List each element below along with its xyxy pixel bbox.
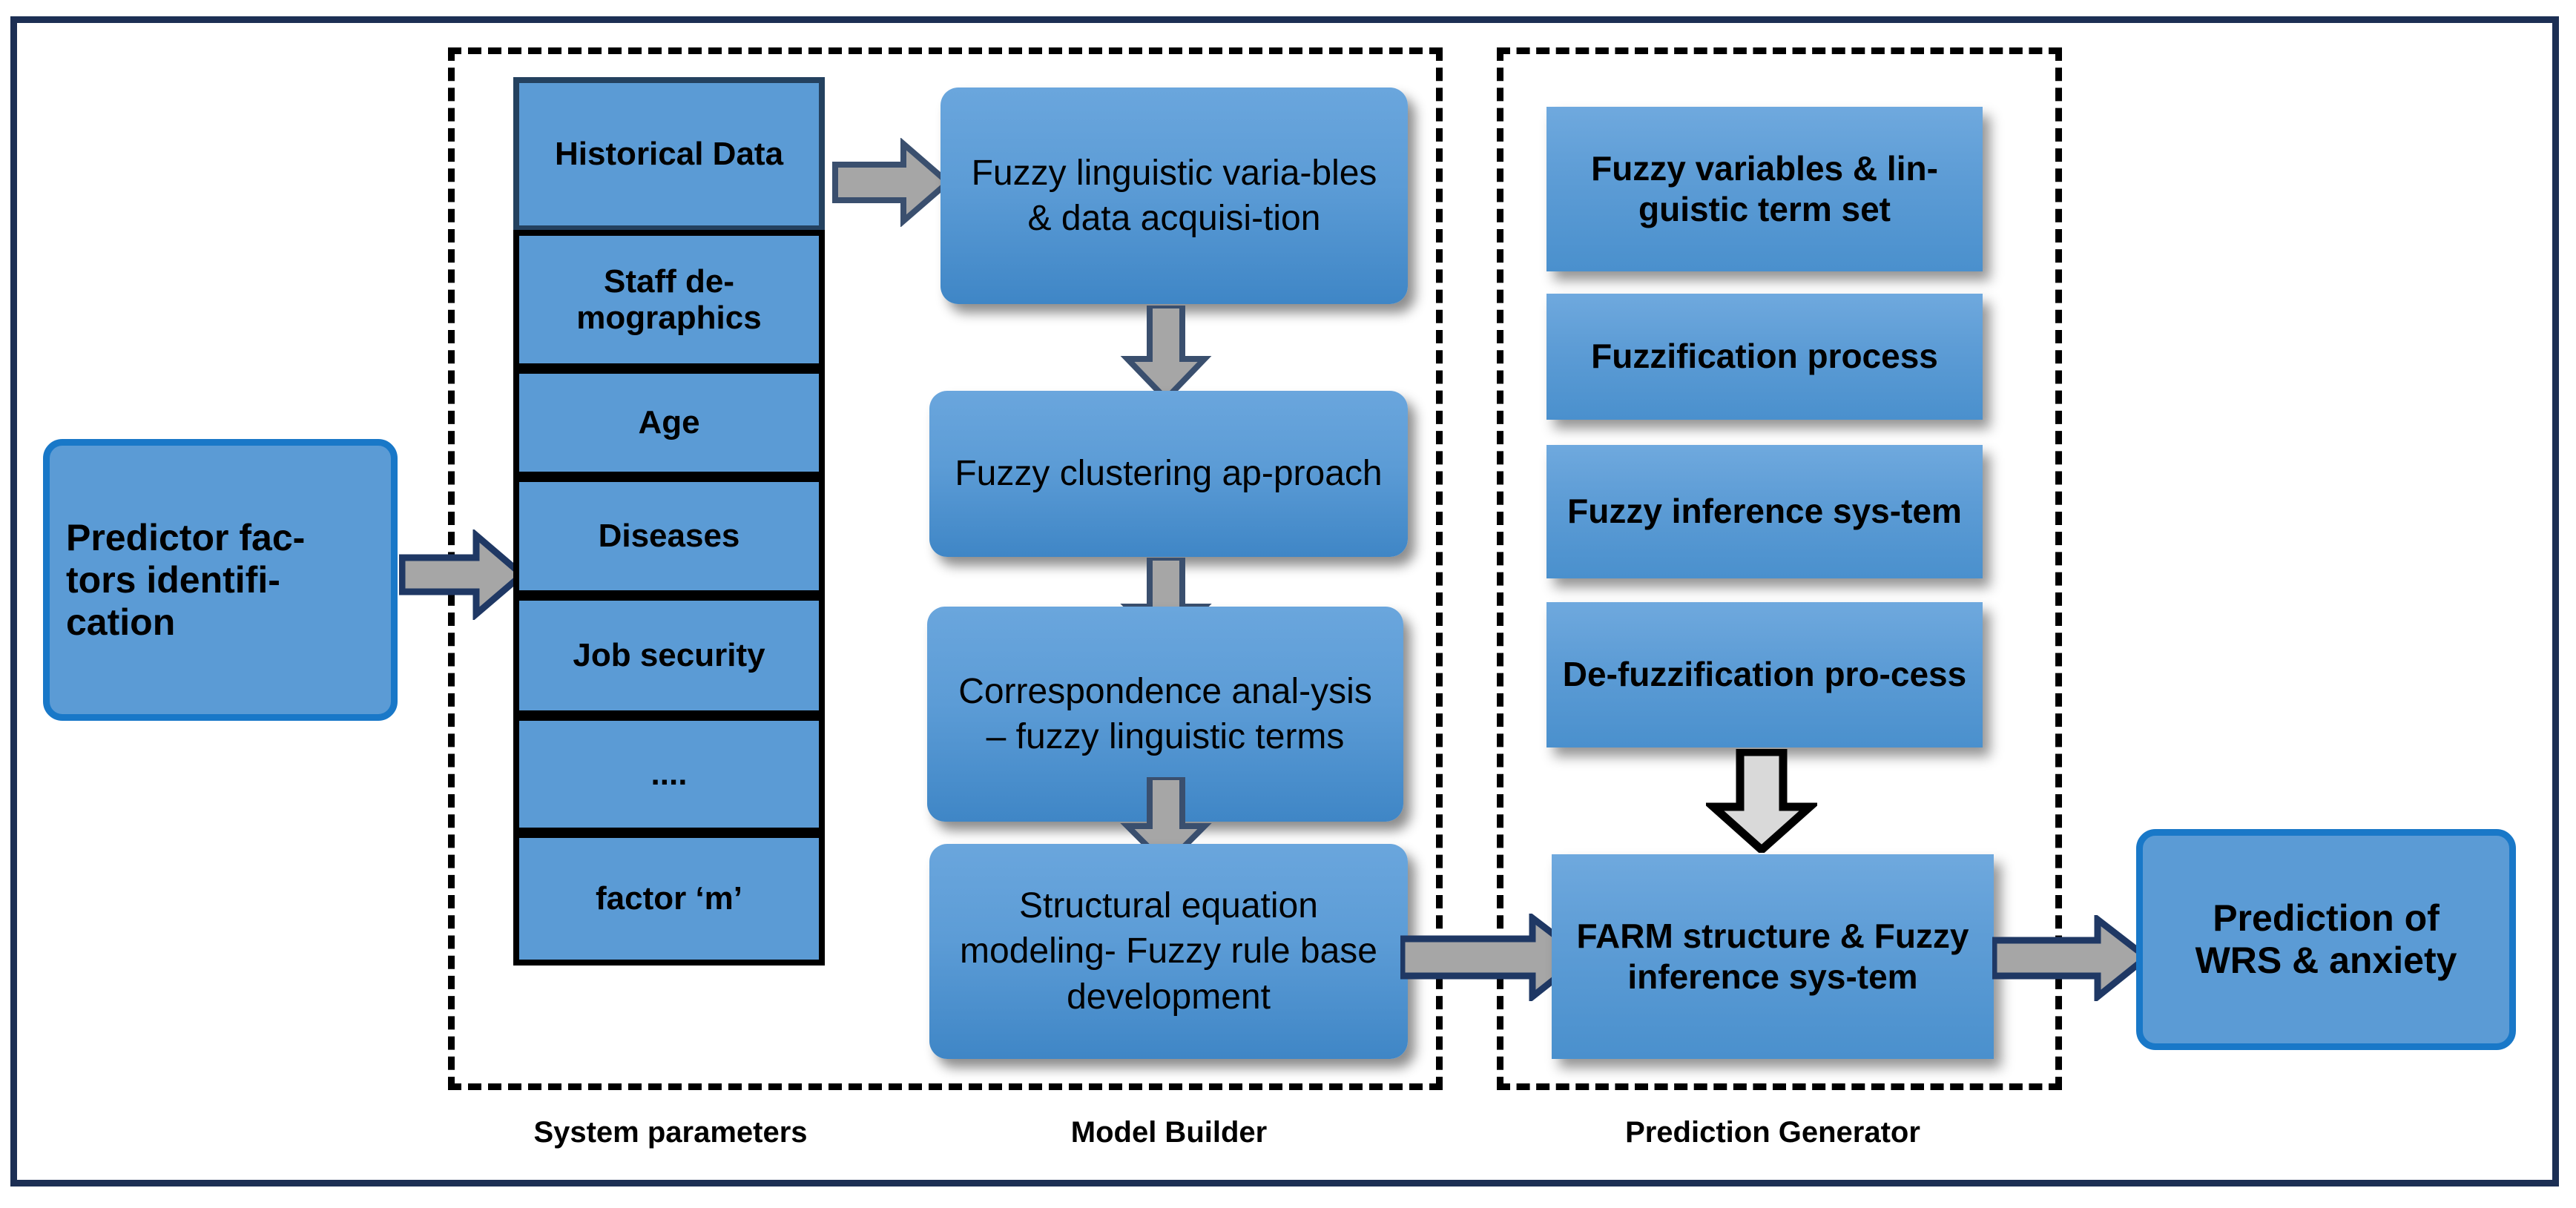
param-label-factor-m: factor ‘m’	[595, 880, 743, 917]
node-fuzzy-linguistic-variables[interactable]: Fuzzy linguistic varia-bles & data acqui…	[941, 88, 1408, 304]
outer-frame	[10, 16, 2559, 1186]
node-predictor-factors-label: Predictor fac-tors identifi-cation	[66, 517, 375, 644]
param-label-job-security: Job security	[573, 637, 765, 674]
node-farm-structure-fuzzy-inference-system[interactable]: FARM structure & Fuzzy inference sys-tem	[1552, 854, 1994, 1059]
arrow-fuzzy-linguistic-to-clustering	[1120, 306, 1212, 402]
param-cell-ellipsis[interactable]: ....	[513, 715, 825, 834]
node-fuzzy-clustering-approach[interactable]: Fuzzy clustering ap-proach	[929, 391, 1408, 557]
predictor-line-3: cation	[66, 601, 176, 643]
node-fuzzification-process[interactable]: Fuzzification process	[1546, 294, 1983, 420]
node-fuzzy-inference-system[interactable]: Fuzzy inference sys-tem	[1546, 445, 1983, 578]
param-label-staff-demographics: Staff de-mographics	[576, 263, 762, 336]
param-label-age: Age	[638, 404, 700, 441]
node-correspondence-analysis-label: Correspondence anal-ysis – fuzzy linguis…	[958, 671, 1372, 756]
param-label-diseases: Diseases	[598, 518, 740, 555]
system-parameters-stack: Historical Data Staff de-mographics Age …	[513, 77, 825, 1041]
param-label-ellipsis: ....	[650, 756, 688, 793]
param-cell-factor-m[interactable]: factor ‘m’	[513, 832, 825, 966]
arrow-defuzzification-to-farm	[1706, 749, 1817, 853]
caption-system-parameters: System parameters	[533, 1116, 808, 1149]
caption-prediction-generator: Prediction Generator	[1625, 1116, 1920, 1149]
dashed-group-prediction-generator	[1497, 47, 2062, 1090]
node-farm-structure-label: FARM structure & Fuzzy inference sys-tem	[1576, 916, 1969, 996]
predictor-line-2: tors identifi-	[66, 558, 280, 601]
node-fuzzy-variables-linguistic-term-set-label: Fuzzy variables & lin-guistic term set	[1591, 148, 1938, 228]
predictor-line-1: Predictor fac-	[66, 516, 306, 558]
caption-model-builder: Model Builder	[1070, 1116, 1268, 1149]
param-cell-job-security[interactable]: Job security	[513, 595, 825, 716]
param-cell-diseases[interactable]: Diseases	[513, 476, 825, 596]
prediction-line-2: WRS & anxiety	[2195, 940, 2457, 981]
node-de-fuzzification-process-label: De-fuzzification pro-cess	[1562, 655, 1967, 694]
param-cell-age[interactable]: Age	[513, 368, 825, 478]
node-fuzzy-clustering-approach-label: Fuzzy clustering ap-proach	[955, 454, 1383, 494]
node-predictor-factors-identification[interactable]: Predictor fac-tors identifi-cation	[43, 439, 398, 721]
arrow-farm-to-prediction	[1992, 915, 2150, 1001]
node-structural-equation-modeling[interactable]: Structural equation modeling- Fuzzy rule…	[929, 844, 1408, 1059]
arrow-predictor-to-parameters	[399, 529, 525, 620]
param-cell-staff-demographics[interactable]: Staff de-mographics	[513, 230, 825, 369]
param-label-historical-data: Historical Data	[554, 136, 784, 173]
prediction-line-1: Prediction of	[2213, 897, 2440, 939]
node-fuzzy-inference-system-label: Fuzzy inference sys-tem	[1567, 492, 1962, 531]
node-fuzzy-linguistic-variables-label: Fuzzy linguistic varia-bles & data acqui…	[971, 153, 1377, 238]
node-structural-equation-modeling-label: Structural equation modeling- Fuzzy rule…	[960, 885, 1377, 1017]
node-fuzzification-process-label: Fuzzification process	[1591, 337, 1938, 376]
arrow-historical-to-fuzzy-linguistic	[832, 138, 951, 227]
node-fuzzy-variables-linguistic-term-set[interactable]: Fuzzy variables & lin-guistic term set	[1546, 107, 1983, 271]
node-de-fuzzification-process[interactable]: De-fuzzification pro-cess	[1546, 602, 1983, 747]
param-cell-historical-data[interactable]: Historical Data	[513, 77, 825, 231]
